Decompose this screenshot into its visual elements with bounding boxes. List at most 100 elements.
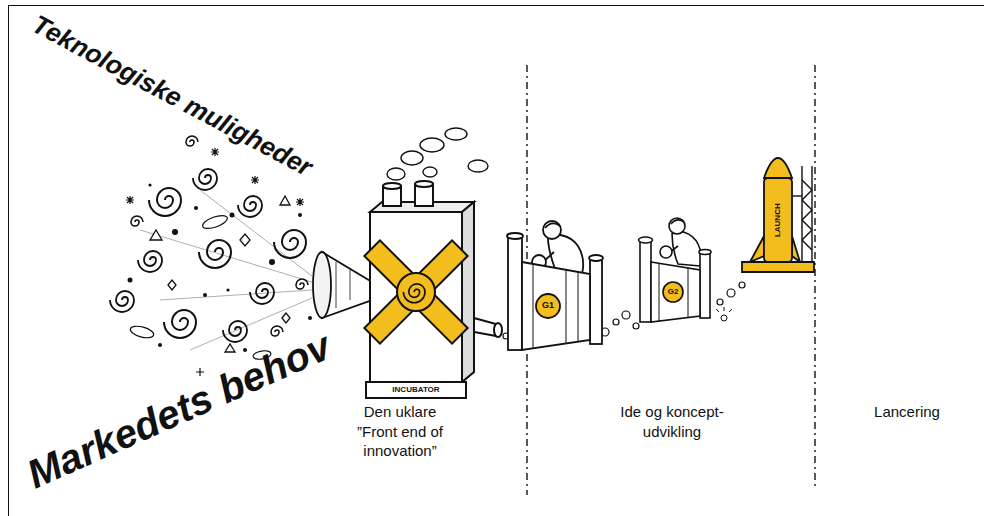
idea-star: [296, 198, 304, 206]
gate-label: G1: [542, 300, 554, 312]
phase-label: Lancering: [857, 402, 957, 422]
idea-bubble: [633, 323, 639, 329]
idea-bubble: [739, 282, 745, 288]
idea-dot: [226, 288, 229, 291]
incubator-machine: [364, 240, 467, 343]
idea-bubble: [727, 289, 735, 297]
megaphone-funnel: [313, 252, 372, 318]
idea-spiral: [274, 230, 306, 258]
megaphone-funnel: [313, 252, 331, 318]
launch-rocket: [742, 262, 814, 272]
launch-rocket: [802, 200, 812, 210]
idea-dot: [298, 213, 302, 217]
idea-dot: [172, 229, 178, 235]
axis-title: Teknologiske muligheder: [26, 8, 318, 185]
idea-dot: [203, 293, 207, 297]
incubator-machine: [474, 318, 496, 336]
stage-gate: [639, 218, 733, 322]
idea-ray: [200, 190, 312, 276]
idea-shape: [225, 344, 235, 352]
axis-title: Markedets behov: [19, 320, 339, 500]
stage-gate: [533, 264, 578, 348]
incubator-machine: [364, 240, 467, 343]
idea-bubble: [622, 311, 630, 319]
stage-gate: [566, 270, 567, 343]
stage-gate: [688, 268, 689, 317]
smoke-cloud: [445, 128, 467, 140]
megaphone-funnel: [350, 270, 351, 300]
idea-bubble: [717, 299, 723, 305]
stage-gate: [543, 221, 561, 239]
idea-spiral: [296, 279, 308, 289]
idea-dot: [269, 259, 275, 265]
launch-rocket: [792, 236, 800, 262]
stage-gate: [700, 252, 710, 318]
idea-spiral: [238, 196, 262, 217]
launch-rocket: [750, 236, 764, 262]
gate-label: G2: [668, 287, 679, 297]
frame-border: [8, 5, 9, 516]
idea-shape: [240, 234, 250, 246]
incubator-machine: [364, 181, 502, 398]
launch-rocket: [792, 166, 812, 262]
incubator-machine: [494, 323, 502, 337]
idea-star: [126, 196, 134, 204]
incubator-machine: [415, 181, 433, 187]
idea-spiral: [193, 169, 217, 190]
idea-galaxy: [129, 324, 155, 340]
idea-bubble: [613, 319, 619, 325]
idea-spiral: [186, 136, 198, 146]
smoke-cloud: [468, 160, 488, 172]
frame-border: [8, 5, 984, 6]
incubator-machine: [397, 273, 435, 311]
idea-dot: [128, 183, 313, 352]
stage-gate: [639, 237, 653, 243]
idea-shape: [150, 196, 290, 352]
stage-gate: [659, 264, 660, 321]
idea-dot: [194, 206, 198, 210]
idea-spiral: [250, 283, 274, 304]
smoke-cloud: [401, 151, 423, 165]
stage-gate: [533, 264, 534, 348]
idea-spiral: [199, 240, 231, 268]
idea-spiral: [138, 251, 162, 272]
incubator-machine: [366, 382, 466, 398]
idea-galaxy: [201, 213, 229, 231]
stage-gate: [672, 231, 701, 266]
incubator-machine: [370, 212, 462, 382]
launch-rocket: [802, 210, 812, 220]
smoke-cloud: [387, 168, 405, 180]
launch-rocket: [802, 220, 812, 230]
idea-spiral: [149, 188, 181, 216]
stage-gate: [699, 250, 711, 255]
stage-gate: [659, 264, 688, 321]
idea-spiral: [110, 291, 134, 312]
stage-gate: [589, 255, 603, 261]
launch-rocket: [764, 158, 792, 178]
stage-gate: [721, 315, 727, 321]
smoke-cloud: [387, 128, 488, 180]
stage-gate: [671, 220, 684, 224]
launch-rocket: [792, 195, 802, 196]
frame-border: [8, 5, 984, 516]
idea-shape: [280, 196, 290, 205]
idea-dot: [128, 278, 133, 283]
idea-spiral: [223, 321, 247, 342]
idea-star: [251, 176, 259, 184]
idea-spiral: [164, 310, 196, 338]
stage-gate: [669, 218, 685, 234]
stage-gate: [545, 223, 560, 228]
phase-divider: [814, 65, 815, 490]
idea-shape: [282, 313, 290, 323]
stage-gate: [507, 221, 603, 350]
launch-rocket: [802, 190, 812, 200]
stage-gate: [522, 262, 590, 350]
smoke-cloud: [423, 167, 437, 177]
phase-label: Den uklare ”Front end of innovation”: [345, 402, 455, 461]
idea-ray: [160, 290, 312, 300]
stage-gate: [716, 307, 732, 312]
smoke-cloud: [420, 138, 444, 152]
idea-galaxy: [129, 213, 271, 361]
idea-star: [211, 148, 219, 156]
